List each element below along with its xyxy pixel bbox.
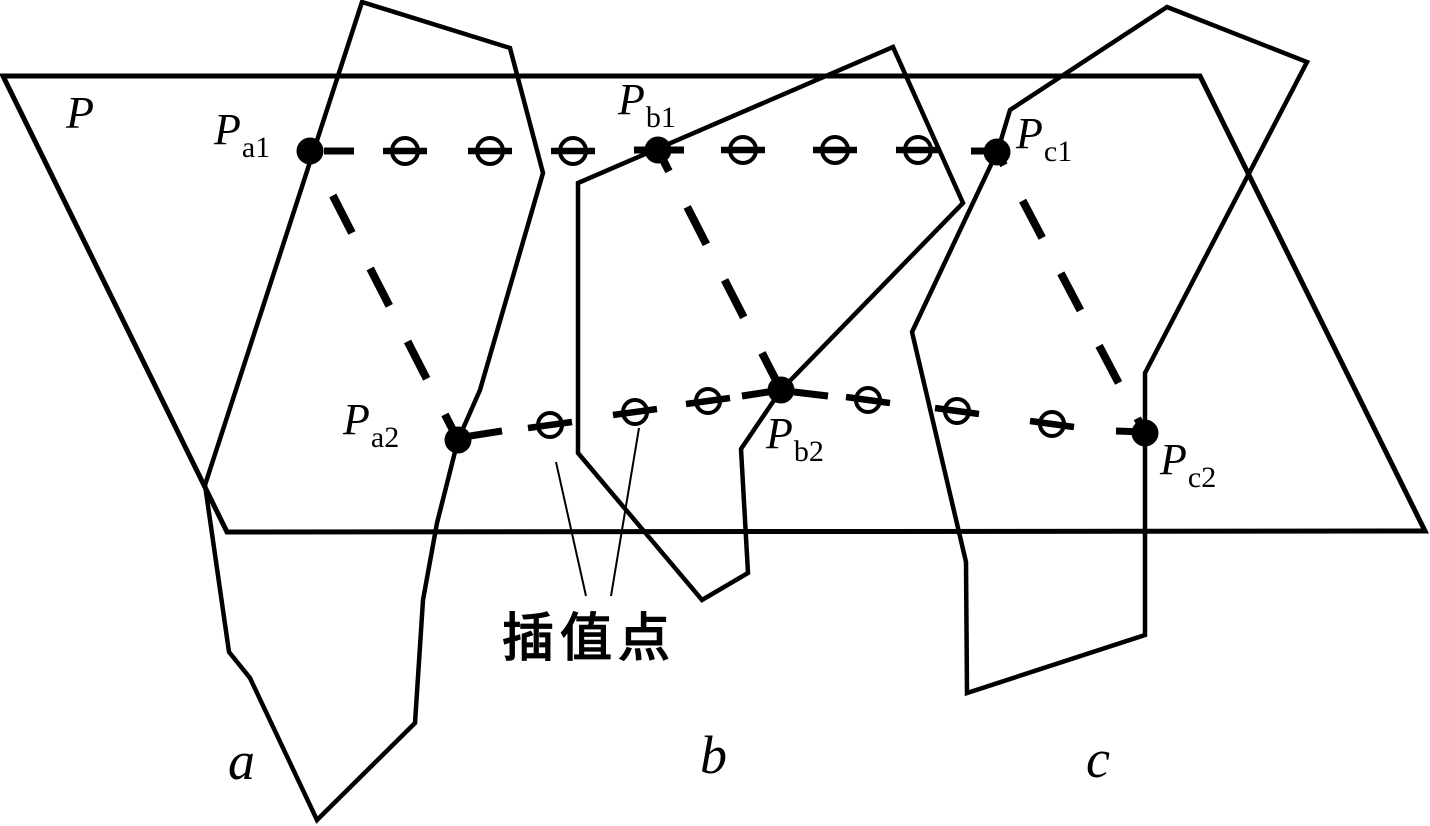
section-b-outline [575, 44, 966, 603]
label-section-c: c [1086, 729, 1110, 789]
label-Pc1-main: P [1016, 109, 1043, 158]
point-Pb1-dot [644, 136, 672, 164]
interpolation-circle-dash [527, 418, 573, 432]
dashed-link-c [993, 150, 1149, 435]
plane-P-outline [0, 73, 1430, 535]
point-Pb2-dash [741, 388, 769, 400]
section-c-outline [909, 4, 1311, 697]
section-a-outline [202, 0, 546, 824]
point-Pc1-dot [983, 138, 1011, 166]
label-Pc1-sub: c1 [1043, 135, 1073, 168]
point-Pa2-dash [469, 427, 503, 440]
interpolation-leader-lines [555, 427, 640, 597]
interpolation-circle-dash [612, 405, 658, 419]
point-Pc2-dot [1131, 419, 1159, 447]
label-point-Pa2: Pa2 [343, 395, 399, 453]
label-section-b: b [700, 725, 727, 785]
label-Pb2-sub: b2 [793, 435, 824, 468]
label-Pc2-main: P [1160, 435, 1187, 484]
interpolation-circle-dash [934, 404, 980, 418]
label-Pb1-sub: b1 [645, 101, 676, 134]
interpolation-circle-dash [685, 394, 731, 408]
label-section-a: a [228, 731, 255, 791]
label-Pb2-main: P [766, 409, 793, 458]
point-Pb2-dash [793, 388, 829, 400]
label-Pa1-sub: a1 [241, 131, 271, 164]
interpolation-circle-dash [845, 393, 891, 407]
dashed-link-b [654, 148, 785, 392]
label-Pb1-main: P [618, 75, 645, 124]
label-Pa2-main: P [343, 395, 370, 444]
label-point-Pc2: Pc2 [1160, 435, 1216, 493]
interpolation-circle-dash [1029, 417, 1075, 431]
label-point-Pc1: Pc1 [1016, 109, 1072, 167]
label-plane-P: P [66, 87, 95, 138]
label-Pa2-sub: a2 [370, 421, 400, 454]
point-Pb2-dot [767, 376, 795, 404]
point-Pa1-dot [296, 137, 324, 165]
label-Pc2-sub: c2 [1187, 461, 1217, 494]
label-interpolation-points: 插值点 [502, 611, 677, 668]
label-point-Pb2: Pb2 [766, 409, 824, 467]
point-Pa2-dot [444, 426, 472, 454]
label-Pa1-main: P [214, 105, 241, 154]
label-point-Pb1: Pb1 [618, 75, 676, 133]
marker-layer [296, 135, 1159, 454]
dashed-link-a [306, 149, 462, 442]
label-point-Pa1: Pa1 [214, 105, 270, 163]
